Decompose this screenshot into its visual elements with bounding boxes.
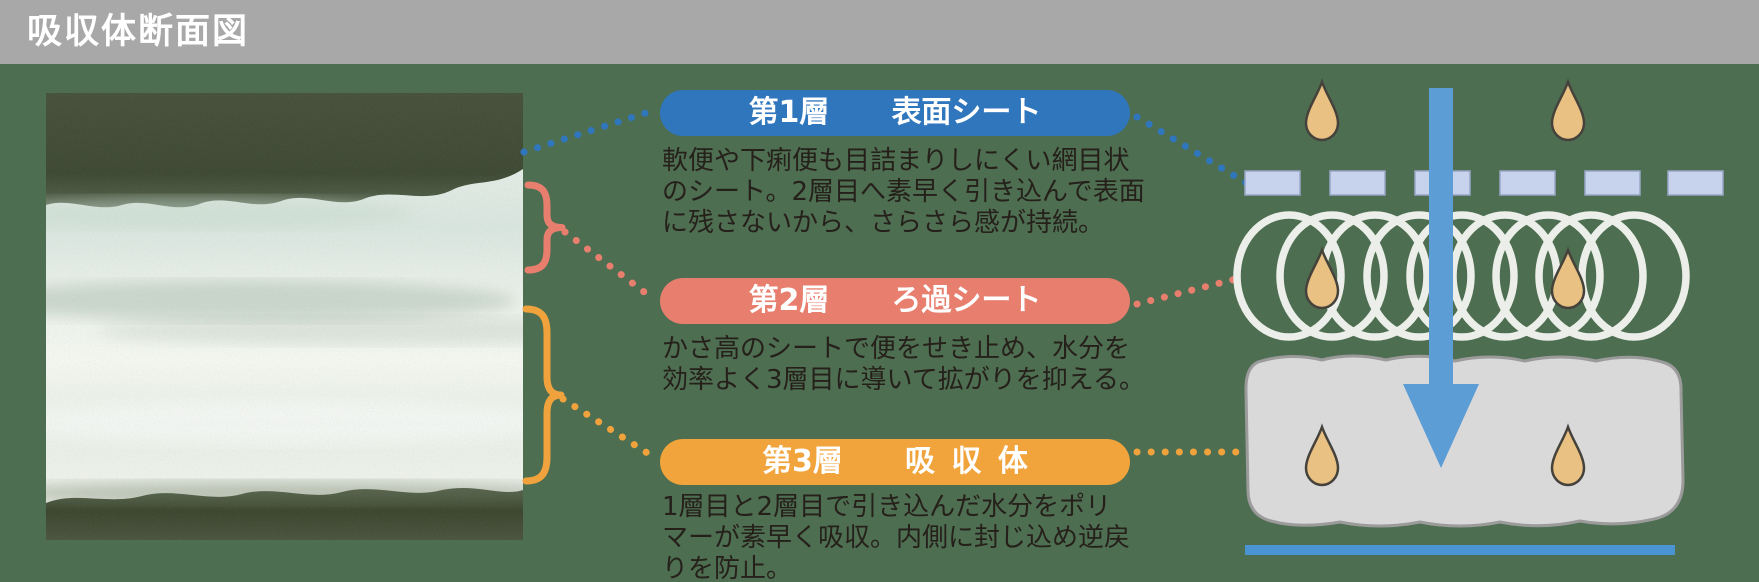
droplet-icon <box>1304 248 1340 310</box>
surface-sheet-dash <box>1499 170 1556 196</box>
droplet-icon <box>1550 80 1586 142</box>
photo-grain-texture <box>46 93 523 540</box>
absorbent-mass <box>1244 354 1685 528</box>
layer2-number: 第2層 <box>748 283 830 318</box>
layer2-brace <box>524 181 566 274</box>
layer2-name: ろ過シート <box>891 283 1042 318</box>
surface-sheet-dash <box>1667 170 1724 196</box>
layer3-name: 吸収体 <box>904 444 1045 479</box>
layer2-description: かさ高のシートで便をせき止め、水分を 効率よく3層目に導いて拡がりを抑える。 <box>662 334 1145 395</box>
down-arrow-icon <box>1403 88 1479 468</box>
surface-sheet-dashes <box>1244 170 1724 196</box>
cross-section-photo-art <box>0 93 656 540</box>
layer1-number: 第1層 <box>748 95 830 130</box>
layer3-description: 1層目と2層目で引き込んだ水分をポリ マーが素早く吸収。内側に封じ込め逆戻 りを… <box>662 492 1131 582</box>
layer1-description: 軟便や下痢便も目詰まりしにくい網目状 のシート。2層目へ素早く引き込んで表面 に… <box>662 146 1145 238</box>
layer3-number: 第3層 <box>762 444 843 479</box>
layer3-pill: 第3層 吸収体 <box>660 439 1130 485</box>
surface-sheet-dash <box>1584 170 1641 196</box>
layer3-brace <box>522 305 565 485</box>
droplet-icon <box>1304 80 1340 142</box>
header-bar: 吸収体断面図 <box>0 0 1759 64</box>
surface-sheet-dash <box>1244 170 1301 196</box>
layer2-connector-left <box>561 228 656 302</box>
layer3-connector-left <box>559 395 656 460</box>
layer1-name: 表面シート <box>891 95 1042 130</box>
layer1-pill: 第1層 表面シート <box>660 90 1130 136</box>
layer1-connector-right <box>1133 113 1252 188</box>
layer2-pill: 第2層 ろ過シート <box>660 278 1130 324</box>
page-title: 吸収体断面図 <box>27 11 250 52</box>
back-sheet-line <box>1245 545 1675 555</box>
layer1-connector-left <box>520 107 656 156</box>
cross-section-photo <box>0 93 656 540</box>
surface-sheet-dash <box>1329 170 1386 196</box>
layer2-connector-right <box>1133 274 1244 308</box>
filter-sheet-coil <box>1233 211 1690 341</box>
